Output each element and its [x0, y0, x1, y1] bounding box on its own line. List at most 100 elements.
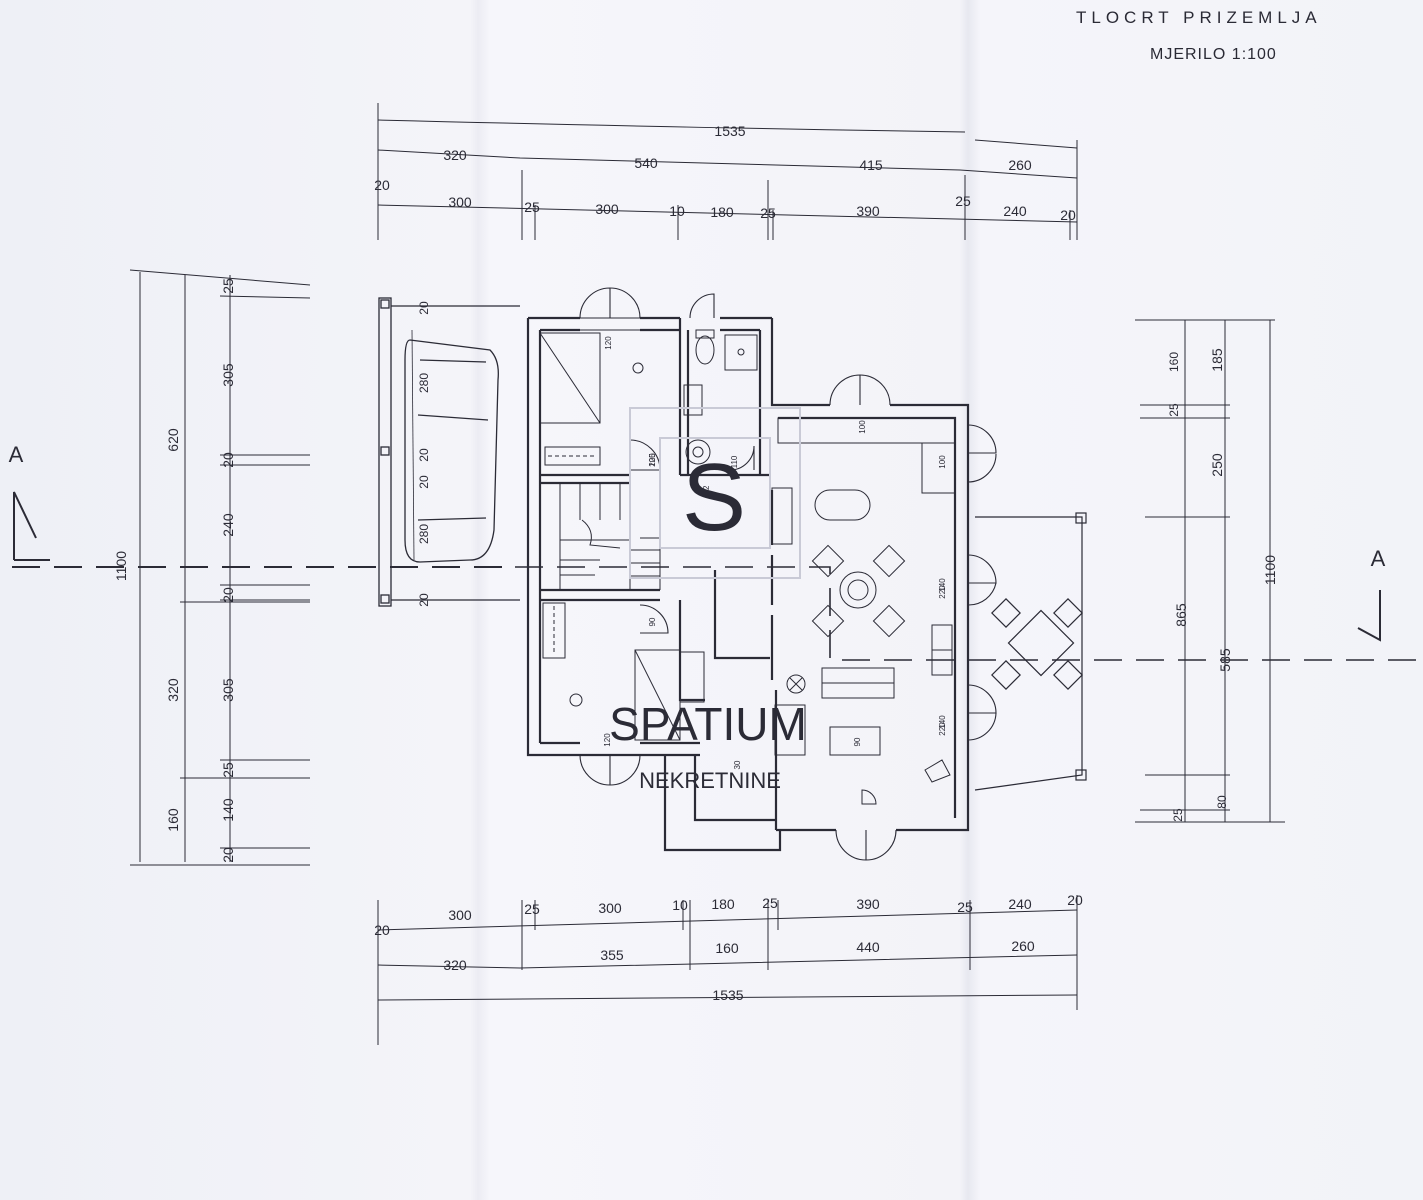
dim-right-mid: 585: [1217, 648, 1233, 672]
dim-left-inner: 305: [220, 363, 236, 387]
room-label: 110: [730, 455, 739, 468]
dim-left-mid: 160: [165, 808, 181, 832]
room-label: 100: [938, 455, 947, 469]
staircase: [539, 482, 661, 591]
watermark-logo-letter: S: [682, 444, 746, 551]
dim-bottom-row1: 390: [856, 896, 880, 912]
dim-right-inner: 25: [1167, 403, 1181, 417]
room-label: 90: [853, 737, 862, 746]
dim-left-mid: 620: [165, 428, 181, 452]
dim-bottom-row1: 20: [374, 922, 390, 938]
dim-left-overall: 1100: [113, 551, 129, 581]
carport-label: 20: [417, 593, 431, 607]
dim-left-inner: 20: [220, 587, 236, 603]
room-label: 220: [938, 722, 947, 736]
dim-left-inner: 240: [220, 513, 236, 537]
room-label: 140: [938, 578, 947, 592]
carport: [378, 297, 520, 607]
dim-bottom-row1: 240: [1008, 896, 1032, 912]
section-mark-right: A: [1371, 546, 1386, 571]
dim-top-row3: 25: [524, 199, 540, 215]
room-label: 120: [603, 733, 612, 747]
room-label: 205: [648, 453, 657, 467]
dim-top-row3: 25: [955, 193, 971, 209]
dim-left-mid: 320: [165, 678, 181, 702]
dim-top-row3: 25: [760, 205, 776, 221]
dim-top-row2: 260: [1008, 157, 1032, 173]
dim-top-row3: 10: [669, 203, 685, 219]
dim-bottom-row1: 25: [524, 901, 540, 917]
section-arrow-right: [1357, 590, 1381, 642]
dim-right-mid: 185: [1209, 348, 1225, 372]
dim-bottom-overall: 1535: [712, 987, 743, 1003]
dim-bottom-row1: 300: [598, 900, 622, 916]
dim-top-overall: 1535: [714, 123, 745, 139]
kitchen-living-furniture: [771, 417, 956, 805]
dim-right-inner: 80: [1215, 795, 1229, 809]
room-label: 12: [702, 485, 711, 494]
dim-top-row2: 415: [859, 157, 883, 173]
terrace: [974, 512, 1087, 791]
dim-top-row3: 300: [595, 201, 619, 217]
dim-right-overall: 1100: [1262, 555, 1278, 585]
dim-right-mid: 865: [1173, 603, 1189, 627]
bedroom-1-furniture: [539, 332, 644, 466]
dim-top-row3: 20: [374, 177, 390, 193]
room-label: 120: [648, 453, 657, 467]
watermark-logo: [629, 407, 801, 579]
dim-right-inner: 160: [1167, 352, 1181, 372]
dim-top-row3: 390: [856, 203, 880, 219]
dim-lines-left: [129, 269, 311, 866]
dim-bottom-row2: 440: [856, 939, 880, 955]
dim-left-inner: 25: [220, 278, 236, 294]
dim-top-row3: 240: [1003, 203, 1027, 219]
bathroom-fixtures: [683, 329, 758, 465]
dim-top-row3: 180: [710, 204, 734, 220]
room-label: 90: [648, 617, 657, 626]
dim-bottom-row2: 260: [1011, 938, 1035, 954]
dim-bottom-row1: 300: [448, 907, 472, 923]
dim-left-inner: 20: [220, 847, 236, 863]
section-arrow-left: [13, 491, 50, 561]
dim-bottom-row1: 20: [1067, 892, 1083, 908]
dim-bottom-row1: 10: [672, 897, 688, 913]
room-label: 100: [858, 420, 867, 434]
room-label: 140: [938, 715, 947, 729]
dim-left-inner: 305: [220, 678, 236, 702]
dim-right-inner: 25: [1171, 808, 1185, 822]
carport-label: 20: [417, 301, 431, 315]
door-swings: [579, 287, 997, 861]
dim-lines-top: [377, 103, 1078, 240]
dim-top-row3: 300: [448, 194, 472, 210]
dim-left-inner: 25: [220, 762, 236, 778]
dim-bottom-row2: 160: [715, 940, 739, 956]
carport-label: 280: [417, 524, 431, 544]
watermark-sub: NEKRETNINE: [639, 768, 781, 793]
drawing-title: TLOCRT PRIZEMLJA: [1076, 8, 1322, 27]
room-label: 30: [733, 760, 742, 769]
dim-bottom-row2: 320: [443, 957, 467, 973]
watermark-brand: SPATIUM: [609, 698, 807, 750]
carport-label: 20: [417, 448, 431, 462]
dim-lines-right: [1135, 319, 1285, 823]
dim-bottom-row1: 25: [762, 895, 778, 911]
dim-right-mid: 250: [1209, 453, 1225, 477]
dim-left-inner: 140: [220, 798, 236, 822]
dim-bottom-row1: 180: [711, 896, 735, 912]
room-label: 120: [604, 336, 613, 350]
bedroom-2-furniture: [542, 602, 705, 741]
drawing-scale: MJERILO 1:100: [1150, 46, 1277, 63]
carport-label: 280: [417, 373, 431, 393]
section-mark-left: A: [9, 442, 24, 467]
dim-top-row3: 20: [1060, 207, 1076, 223]
section-line: [12, 566, 1423, 661]
dim-top-row2: 320: [443, 147, 467, 163]
dim-bottom-row2: 355: [600, 947, 624, 963]
dim-left-inner: 20: [220, 452, 236, 468]
dim-top-row2: 540: [634, 155, 658, 171]
room-label: 220: [938, 585, 947, 599]
dim-lines-bottom: [377, 895, 1078, 1045]
carport-label: 20: [417, 475, 431, 489]
